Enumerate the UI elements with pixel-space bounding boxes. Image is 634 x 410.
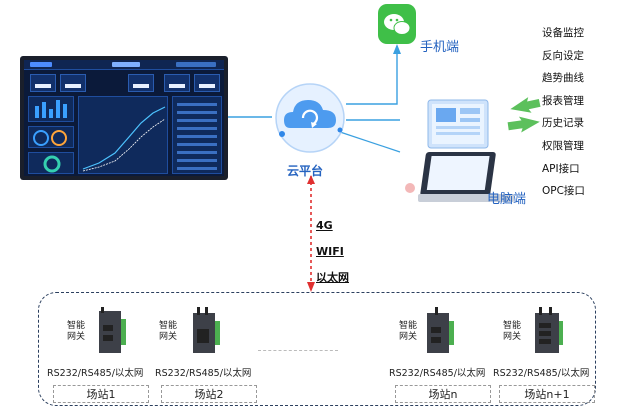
dashboard-panel-bars [28, 96, 74, 122]
protocol-item: WIFI [316, 245, 344, 258]
feature-item: 报表管理 [542, 94, 584, 107]
dashboard-logo [30, 62, 52, 67]
protocol-item: 以太网 [316, 271, 349, 284]
dashboard-kpi [30, 74, 56, 92]
cloud-label: 云平台 [287, 164, 324, 178]
arrow-down-stations [307, 282, 315, 292]
arrow-up-mobile [393, 44, 401, 54]
gateway-label: 智能 网关 [399, 321, 418, 342]
feature-item: 反向设定 [542, 49, 584, 62]
dashboard-panel-gauge [28, 126, 74, 148]
dashboard-kpi [194, 74, 220, 92]
dashboard-kpi [164, 74, 190, 92]
feature-item: 设备监控 [542, 27, 584, 39]
feature-item: 权限管理 [542, 139, 584, 152]
gateway-device-icon [427, 307, 454, 353]
line-cloud-pc-2 [339, 131, 401, 153]
feature-list: 设备监控 反向设定 趋势曲线 报表管理 历史记录 权限管理 API接口 OPC接… [542, 22, 632, 203]
feature-item: API接口 [542, 162, 580, 175]
dashboard-screen [24, 60, 224, 176]
station-n: 智能 网关 RS232/RS485/以太网 场站n [389, 293, 499, 407]
feature-item: 历史记录 [542, 117, 584, 130]
station-1: 智能 网关 RS232/RS485/以太网 场站1 [47, 293, 157, 407]
station-name: 场站n [395, 385, 491, 403]
station-n-plus-1: 智能 网关 RS232/RS485/以太网 场站n+1 [493, 293, 603, 407]
dashboard-panel-donut [28, 152, 74, 174]
dashboard-tag [176, 62, 216, 67]
protocol-list: 4G WIFI 以太网 [316, 213, 349, 291]
dashboard-header [24, 60, 224, 70]
line-cloud-mobile [346, 46, 398, 105]
mobile-label: 手机端 [420, 40, 460, 55]
gateway-label: 智能 网关 [67, 321, 86, 342]
wechat-icon [378, 4, 416, 44]
protocol-item: 4G [316, 219, 333, 232]
green-arrow-right [510, 97, 541, 113]
station-name: 场站1 [53, 385, 149, 403]
station-name: 场站n+1 [499, 385, 595, 403]
ports-label: RS232/RS485/以太网 [389, 368, 486, 379]
gateway-device-icon [535, 307, 563, 353]
ports-label: RS232/RS485/以太网 [155, 368, 252, 379]
dashboard-title [112, 62, 140, 67]
feature-item: OPC接口 [542, 185, 585, 198]
stations-panel: 智能 网关 RS232/RS485/以太网 场站1 智能 网关 RS232/RS… [38, 292, 596, 406]
ports-label: RS232/RS485/以太网 [47, 368, 144, 379]
dashboard-kpi [128, 74, 154, 92]
arrow-up-cloud [307, 175, 315, 184]
laptop-icon [405, 99, 514, 202]
pc-laptop [398, 96, 528, 208]
dashboard-kpi [60, 74, 86, 92]
pc-label: 电脑端 [487, 192, 527, 207]
dashboard-panel-chart [78, 96, 168, 174]
feature-item: 趋势曲线 [542, 72, 584, 85]
station-name: 场站2 [161, 385, 257, 403]
cloud-platform [270, 82, 350, 154]
gateway-label: 智能 网关 [503, 321, 522, 342]
gateway-device-icon [193, 307, 220, 353]
green-arrow-left [507, 116, 540, 133]
dashboard-monitor [20, 56, 228, 180]
cloud-icon [275, 83, 345, 153]
station-2: 智能 网关 RS232/RS485/以太网 场站2 [155, 293, 265, 407]
ports-label: RS232/RS485/以太网 [493, 368, 590, 379]
stations-ellipsis [258, 350, 338, 351]
gateway-device-icon [99, 307, 126, 353]
dashboard-panel-table [172, 96, 222, 174]
gateway-label: 智能 网关 [159, 321, 178, 342]
